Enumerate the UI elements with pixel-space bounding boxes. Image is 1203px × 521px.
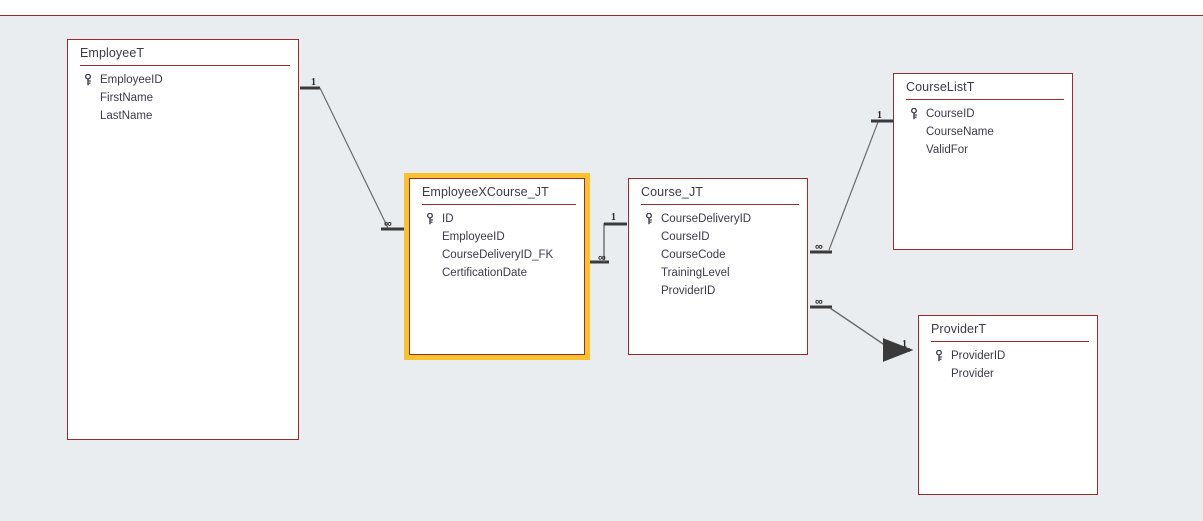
table-field-label: EmployeeID <box>100 74 163 86</box>
relationship-line-employee-to-employeexcourse[interactable] <box>300 86 404 231</box>
table-field-row[interactable]: ProviderID <box>919 347 1097 365</box>
primary-key-icon <box>426 213 442 225</box>
relationship-line-course-to-provider[interactable] <box>810 305 914 362</box>
table-field-row[interactable]: ProviderID <box>629 282 807 300</box>
primary-key-icon <box>645 213 661 225</box>
cardinality-many-course-courselist: ∞ <box>815 241 823 253</box>
primary-key-icon <box>84 74 100 86</box>
table-field-row[interactable]: TrainingLevel <box>629 264 807 282</box>
table-field-row[interactable]: ID <box>410 210 584 228</box>
table-field-label: ProviderID <box>661 285 716 297</box>
cardinality-one-courselist: 1 <box>877 110 882 121</box>
table-field-row[interactable]: FirstName <box>68 89 298 107</box>
table-field-label: CourseCode <box>661 249 726 261</box>
table-field-row[interactable]: EmployeeID <box>410 228 584 246</box>
table-field-row[interactable]: CourseDeliveryID_FK <box>410 246 584 264</box>
table-title: EmployeeT <box>80 46 145 60</box>
table-field-label: LastName <box>100 110 153 122</box>
table-title: Course_JT <box>641 185 704 199</box>
table-field-label: ProviderID <box>951 350 1006 362</box>
cardinality-one-provider: 1 <box>902 339 907 350</box>
cardinality-one-course-left: 1 <box>611 212 616 223</box>
table-title: ProviderT <box>931 322 987 336</box>
table-field-row[interactable]: ValidFor <box>894 141 1072 159</box>
table-title-divider <box>906 99 1064 100</box>
table-field-label: ID <box>442 213 454 225</box>
table-title-divider <box>80 65 290 66</box>
table-field-row[interactable]: CourseDeliveryID <box>629 210 807 228</box>
table-field-label: TrainingLevel <box>661 267 730 279</box>
table-window-employeexcourse_jt[interactable]: EmployeeXCourse_JT ID EmployeeID CourseDeli… <box>409 178 585 355</box>
table-field-row[interactable]: CourseCode <box>629 246 807 264</box>
primary-key-icon <box>910 108 926 120</box>
table-field-label: CourseName <box>926 126 994 138</box>
table-title: EmployeeXCourse_JT <box>422 185 549 199</box>
table-title-divider <box>422 204 576 205</box>
table-field-label: CourseID <box>661 231 710 243</box>
table-window-providert[interactable]: ProviderT ProviderID Provider <box>918 315 1098 495</box>
table-field-label: ValidFor <box>926 144 968 156</box>
table-title-divider <box>931 341 1089 342</box>
table-field-label: CourseID <box>926 108 975 120</box>
table-field-list: ProviderID Provider <box>919 342 1097 383</box>
table-field-label: CertificationDate <box>442 267 528 279</box>
table-field-row[interactable]: CourseID <box>894 105 1072 123</box>
window-top-strip <box>0 0 1203 15</box>
table-title: CourseListT <box>906 80 975 94</box>
table-field-row[interactable]: CourseName <box>894 123 1072 141</box>
cardinality-many-course-provider: ∞ <box>815 296 823 308</box>
table-field-list: ID EmployeeID CourseDeliveryID_FK Certifica… <box>410 205 584 282</box>
cardinality-many-employeexcourse: ∞ <box>384 218 392 230</box>
table-field-label: CourseDeliveryID_FK <box>442 249 554 261</box>
table-field-label: EmployeeID <box>442 231 505 243</box>
table-field-row[interactable]: CourseID <box>629 228 807 246</box>
table-title-divider <box>641 204 799 205</box>
primary-key-icon <box>935 350 951 362</box>
table-field-label: FirstName <box>100 92 154 104</box>
relationship-line-employeexcourse-to-course[interactable] <box>589 222 627 264</box>
window-top-divider <box>0 15 1203 16</box>
table-field-row[interactable]: Provider <box>919 365 1097 383</box>
table-field-row[interactable]: EmployeeID <box>68 71 298 89</box>
table-field-label: CourseDeliveryID <box>661 213 752 225</box>
table-window-course_jt[interactable]: Course_JT CourseDeliveryID CourseID CourseC… <box>628 178 808 355</box>
table-field-row[interactable]: CertificationDate <box>410 264 584 282</box>
table-field-row[interactable]: LastName <box>68 107 298 125</box>
cardinality-one-employee: 1 <box>311 77 316 88</box>
relationships-canvas[interactable]: 1 ∞ ∞ 1 ∞ 1 ∞ 1 EmployeeT EmployeeID First… <box>0 16 1203 521</box>
cardinality-many-employeexcourse-right: ∞ <box>598 252 606 264</box>
relationship-line-course-to-courselist[interactable] <box>810 119 893 254</box>
table-field-label: Provider <box>951 368 994 380</box>
